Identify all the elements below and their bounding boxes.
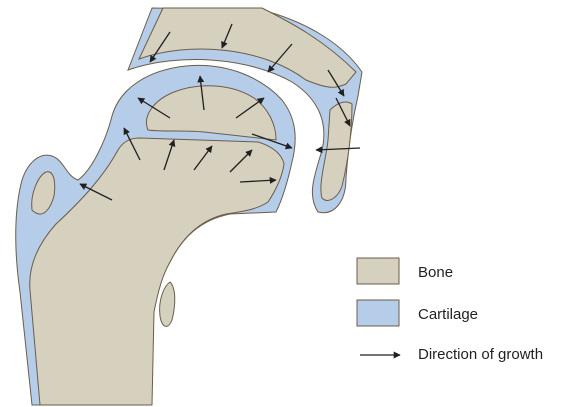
shaft-cavity: [160, 282, 175, 326]
legend-label-bone: Bone: [418, 264, 453, 281]
legend-item-growth: Direction of growth: [360, 346, 543, 363]
bone-swatch: [357, 258, 399, 284]
cartilage-swatch: [357, 300, 399, 326]
femur: [16, 65, 295, 405]
legend-item-cartilage: Cartilage: [357, 300, 478, 326]
legend: Bone Cartilage Direction of growth: [357, 258, 543, 363]
legend-label-cartilage: Cartilage: [418, 306, 478, 323]
legend-label-growth: Direction of growth: [418, 346, 543, 363]
legend-item-bone: Bone: [357, 258, 453, 284]
